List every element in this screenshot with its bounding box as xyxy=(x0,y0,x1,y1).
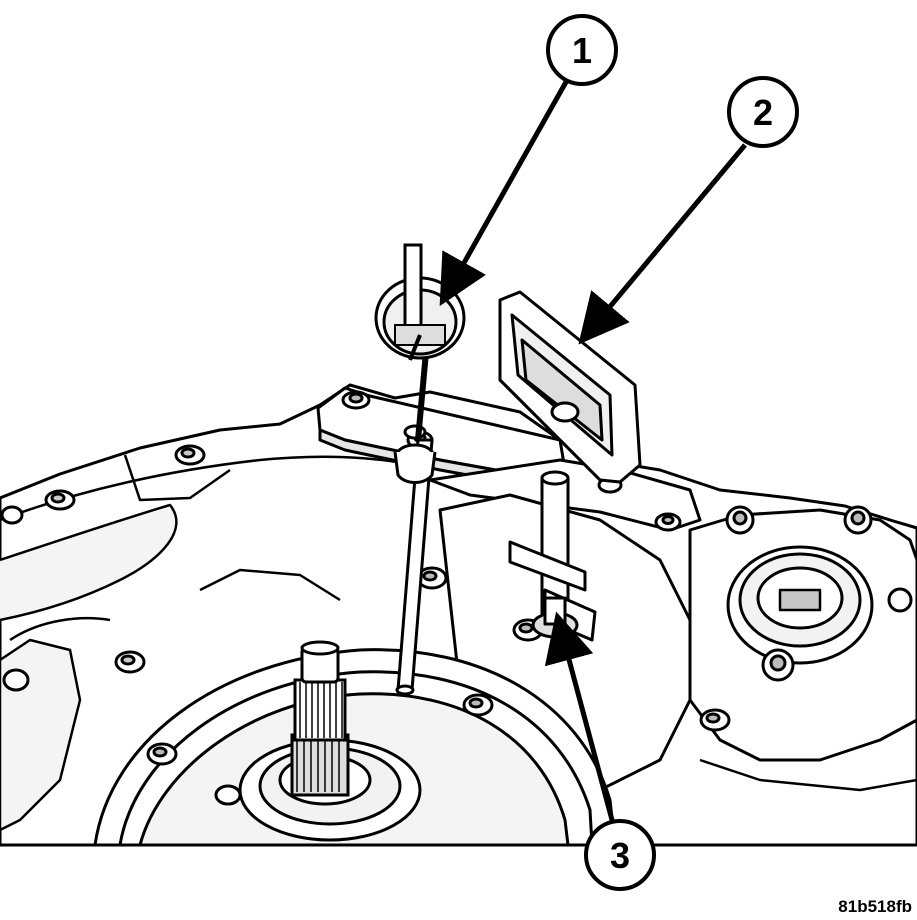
callout-3: 3 xyxy=(584,819,656,891)
leader-arrow-2 xyxy=(578,143,747,345)
callout-2: 2 xyxy=(727,76,799,148)
leader-arrow-3 xyxy=(544,611,615,821)
gauge-rod xyxy=(393,424,437,696)
input-shaft xyxy=(290,640,350,797)
leader-lines xyxy=(439,80,747,821)
callout-label-3: 3 xyxy=(610,835,630,876)
figure-id: 81b518fb xyxy=(838,897,912,916)
gauge-dial xyxy=(374,243,466,441)
right-housing xyxy=(688,505,917,792)
callout-1: 1 xyxy=(546,14,618,86)
callout-label-1: 1 xyxy=(572,30,592,71)
callout-label-2: 2 xyxy=(753,92,773,133)
leader-arrow-1 xyxy=(439,80,569,307)
